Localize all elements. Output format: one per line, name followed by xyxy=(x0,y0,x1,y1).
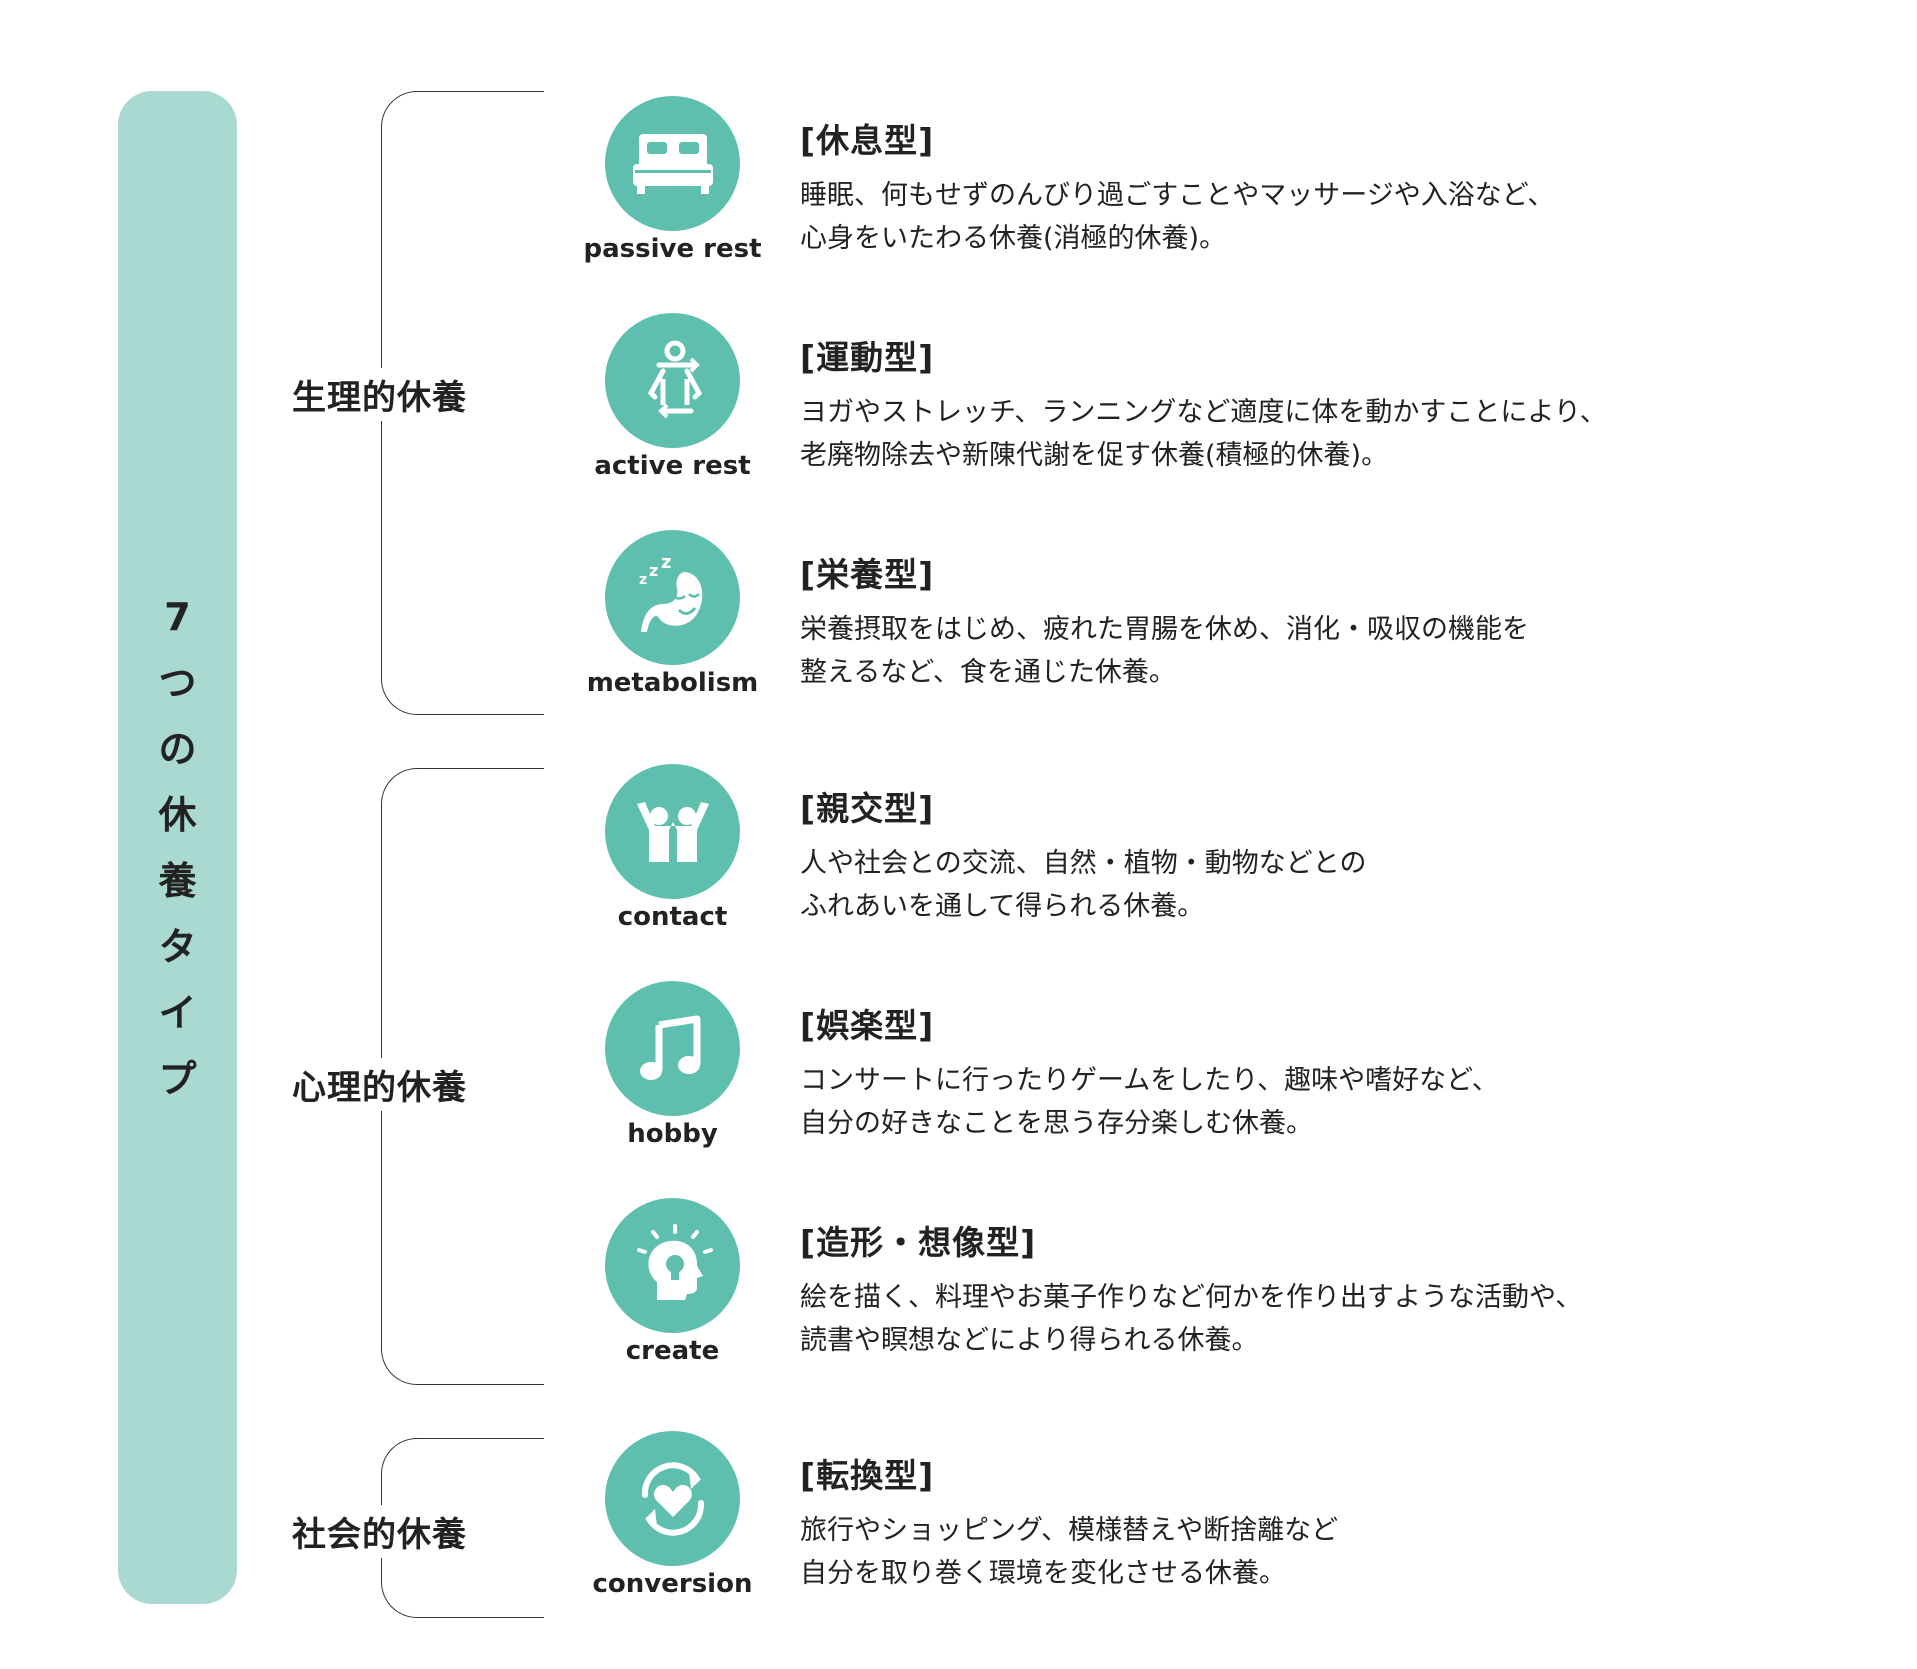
bed-icon xyxy=(632,133,713,194)
vertical-title-char: プ xyxy=(158,1056,197,1101)
description-line: ふれあいを通して得られる休養。 xyxy=(800,891,1205,922)
rest-type-hobby: hobby [娯楽型] コンサートに行ったりゲームをしたり、趣味や嗜好など、 自… xyxy=(590,981,1790,1151)
vertical-title-char: つ xyxy=(158,660,197,705)
rest-type-create: create [造形・想像型] 絵を描く、料理やお菓子作りなど何かを作り出すよう… xyxy=(590,1198,1790,1368)
description-line: 自分の好きなことを思う存分楽しむ休養。 xyxy=(800,1108,1313,1139)
description: 睡眠、何もせずのんびり過ごすことやマッサージや入浴など、 心身をいたわる休養(消… xyxy=(800,174,1554,260)
description-line: 自分を取り巻く環境を変化させる休養。 xyxy=(800,1558,1286,1589)
description-line: 老廃物除去や新陳代謝を促す休養(積極的休養)。 xyxy=(800,440,1389,471)
icon-circle xyxy=(605,764,740,899)
icon-circle xyxy=(605,981,740,1116)
rest-type-metabolism: z z z metabolism [栄養型] 栄養摂取をはじめ、疲れた胃腸を休め… xyxy=(587,530,1790,700)
icon-circle xyxy=(605,313,740,448)
english-label: contact xyxy=(617,902,728,932)
music-note-icon xyxy=(639,1015,700,1080)
type-title: [転換型] xyxy=(800,1456,935,1495)
description: 栄養摂取をはじめ、疲れた胃腸を休め、消化・吸収の機能を 整えるなど、食を通じた休… xyxy=(800,608,1529,694)
description-line: 整えるなど、食を通じた休養。 xyxy=(800,657,1176,688)
people-cheering-icon xyxy=(636,801,709,862)
rest-type-contact: contact [親交型] 人や社会との交流、自然・植物・動物などとの ふれあい… xyxy=(590,764,1790,934)
description-line: 読書や瞑想などにより得られる休養。 xyxy=(800,1325,1259,1356)
rest-type-conversion: conversion [転換型] 旅行やショッピング、模様替えや断捨離など 自分… xyxy=(590,1431,1790,1601)
type-title: [休息型] xyxy=(800,121,935,160)
english-label: passive rest xyxy=(583,234,762,264)
lightbulb-head-icon xyxy=(636,1223,713,1300)
description: ヨガやストレッチ、ランニングなど適度に体を動かすことにより、 老廃物除去や新陳代… xyxy=(800,391,1607,477)
type-title: [親交型] xyxy=(800,789,935,828)
type-title: [栄養型] xyxy=(800,555,935,594)
vertical-title-bar: 7 つの休養タイプ xyxy=(118,91,237,1604)
icon-circle xyxy=(605,96,740,231)
vertical-title-char: 休 xyxy=(158,792,197,837)
english-label: active rest xyxy=(594,451,751,481)
vertical-title-char: の xyxy=(158,726,197,771)
vertical-title-char: 7 xyxy=(164,594,191,639)
description-line: 心身をいたわる休養(消極的休養)。 xyxy=(800,223,1227,254)
description: 旅行やショッピング、模様替えや断捨離など 自分を取り巻く環境を変化させる休養。 xyxy=(800,1509,1338,1595)
description-line: 旅行やショッピング、模様替えや断捨離など xyxy=(800,1515,1339,1546)
rest-type-active: active rest [運動型] ヨガやストレッチ、ランニングなど適度に体を動… xyxy=(590,313,1790,483)
group-label-psychological: 心理的休養 xyxy=(292,1058,467,1111)
description: 人や社会との交流、自然・植物・動物などとの ふれあいを通して得られる休養。 xyxy=(800,842,1366,928)
sleeping-stomach-icon: z z z xyxy=(639,552,702,632)
icon-circle: z z z xyxy=(605,530,740,665)
description-line: 人や社会との交流、自然・植物・動物などとの xyxy=(800,848,1367,879)
icon-circle xyxy=(605,1431,740,1566)
description-line: 睡眠、何もせずのんびり過ごすことやマッサージや入浴など、 xyxy=(800,180,1555,211)
english-label: conversion xyxy=(592,1569,753,1599)
description-line: 絵を描く、料理やお菓子作りなど何かを作り出すような活動や、 xyxy=(800,1282,1583,1313)
vertical-title-char: タ xyxy=(158,924,197,969)
description: 絵を描く、料理やお菓子作りなど何かを作り出すような活動や、 読書や瞑想などにより… xyxy=(800,1276,1582,1362)
rest-type-passive: passive rest [休息型] 睡眠、何もせずのんびり過ごすことやマッサー… xyxy=(583,96,1790,266)
heart-cycle-icon xyxy=(641,1461,704,1536)
english-label: create xyxy=(625,1336,720,1366)
vertical-title-char: 養 xyxy=(158,858,197,903)
group-label-social: 社会的休養 xyxy=(292,1505,467,1558)
icon-circle xyxy=(605,1198,740,1333)
type-title: [娯楽型] xyxy=(800,1006,935,1045)
description-line: 栄養摂取をはじめ、疲れた胃腸を休め、消化・吸収の機能を xyxy=(800,614,1529,645)
vertical-title: 7 つの休養タイプ xyxy=(158,584,196,1112)
stretching-person-icon xyxy=(647,340,702,418)
english-label: hobby xyxy=(627,1119,718,1149)
svg-text:z: z xyxy=(639,572,647,588)
description-line: コンサートに行ったりゲームをしたり、趣味や嗜好など、 xyxy=(800,1065,1499,1096)
type-title: [造形・想像型] xyxy=(800,1223,1037,1262)
description: コンサートに行ったりゲームをしたり、趣味や嗜好など、 自分の好きなことを思う存分… xyxy=(800,1059,1499,1145)
vertical-title-char: イ xyxy=(158,990,197,1035)
group-label-physiological: 生理的休養 xyxy=(292,368,467,421)
svg-text:z: z xyxy=(649,561,658,580)
svg-text:z: z xyxy=(661,552,671,573)
type-title: [運動型] xyxy=(800,338,935,377)
description-line: ヨガやストレッチ、ランニングなど適度に体を動かすことにより、 xyxy=(800,397,1607,428)
english-label: metabolism xyxy=(586,668,759,698)
